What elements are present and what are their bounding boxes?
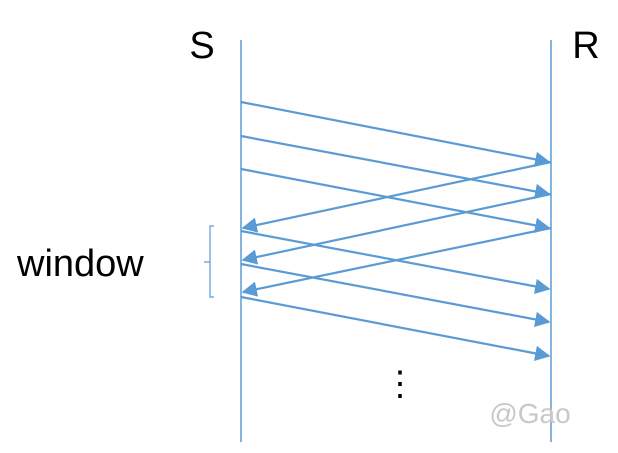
sender-label: S — [189, 25, 214, 67]
ack-arrow — [241, 192, 552, 265]
data-packet-arrow — [240, 295, 551, 361]
watermark-text: @Gao — [489, 398, 570, 429]
receiver-label: R — [572, 25, 599, 67]
ack-arrow — [241, 160, 552, 233]
data-packet-arrow — [240, 167, 551, 233]
data-packet-arrow — [240, 100, 551, 167]
window-label: window — [16, 243, 144, 285]
continuation-ellipsis: ⋮ — [383, 365, 417, 403]
ack-arrow — [241, 226, 552, 297]
data-packet-arrow — [240, 134, 551, 200]
window-brace — [204, 225, 214, 298]
data-packet-arrow — [240, 262, 551, 328]
